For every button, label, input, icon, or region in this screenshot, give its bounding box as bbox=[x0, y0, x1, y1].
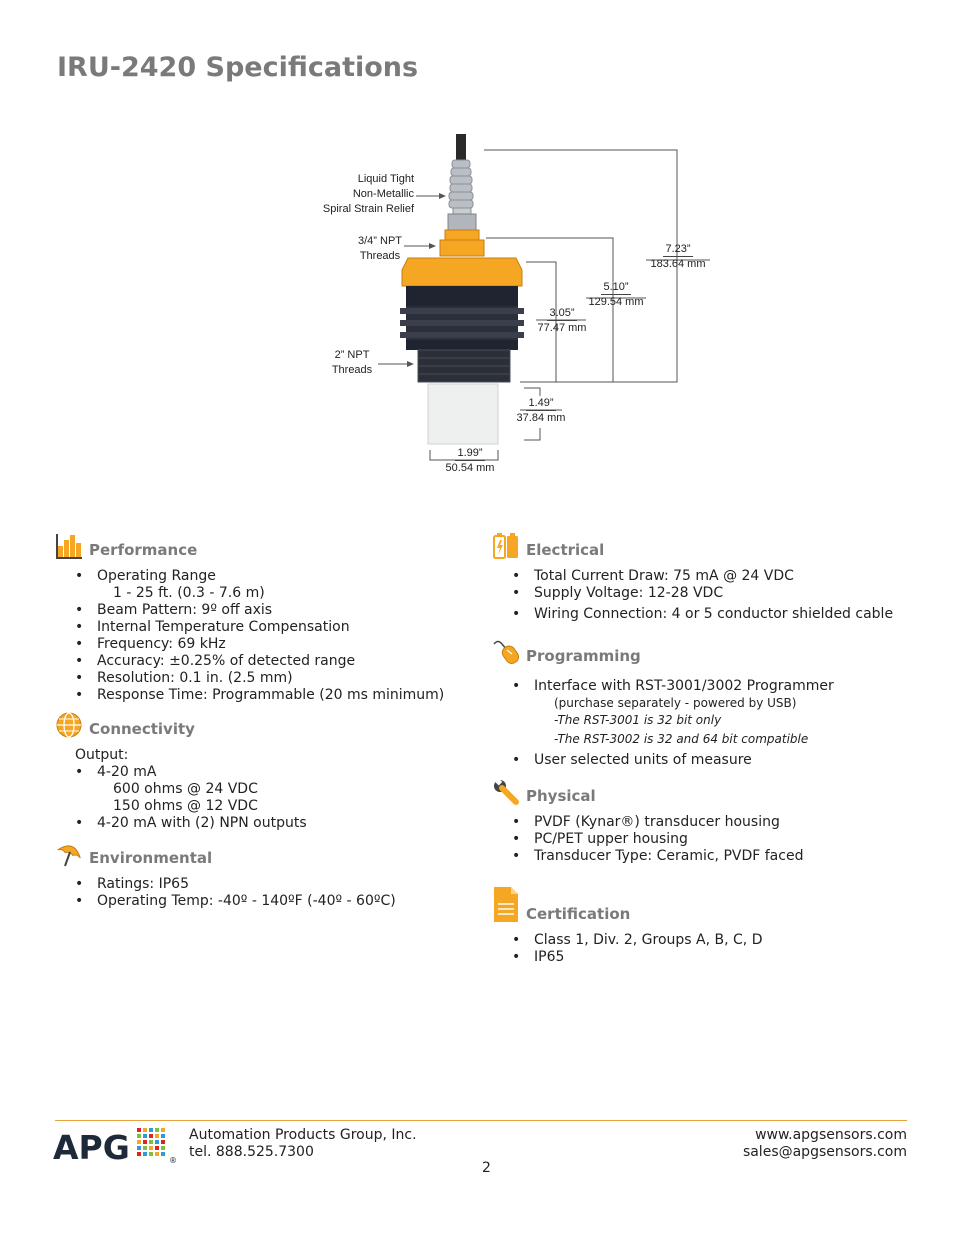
list-item: PVDF (Kynar®) transducer housing bbox=[492, 814, 912, 831]
company-name: Automation Products Group, Inc. bbox=[189, 1127, 417, 1143]
dim-7-23: 7.23” 183.64 mm bbox=[638, 242, 718, 271]
connectivity-list-cont: 4-20 mA with (2) NPN outputs bbox=[55, 815, 475, 832]
website-link[interactable]: www.apgsensors.com bbox=[755, 1127, 907, 1143]
dim-5-10: 5.10” 129.54 mm bbox=[576, 280, 656, 309]
rst-3002-note: -The RST-3002 is 32 and 64 bit compatibl… bbox=[554, 732, 809, 746]
list-item: Transducer Type: Ceramic, PVDF faced bbox=[492, 848, 912, 865]
electrical-title: Electrical bbox=[526, 541, 605, 559]
programmer-note: (purchase separately - powered by USB) bbox=[554, 696, 797, 710]
performance-section: Performance Operating Range 1 - 25 ft. (… bbox=[55, 532, 475, 704]
certification-list: Class 1, Div. 2, Groups A, B, C, D IP65 bbox=[492, 932, 912, 966]
apg-logo: APG ® bbox=[53, 1124, 178, 1170]
list-item: Operating Range bbox=[55, 568, 475, 585]
footer-company: Automation Products Group, Inc. tel. 888… bbox=[189, 1127, 417, 1161]
list-item: Resolution: 0.1 in. (2.5 mm) bbox=[55, 670, 475, 687]
product-diagram: Liquid Tight Non-Metallic Spiral Strain … bbox=[300, 120, 740, 490]
list-item: 4-20 mA with (2) NPN outputs bbox=[55, 815, 475, 832]
list-item: 4-20 mA bbox=[55, 764, 475, 781]
list-item: Interface with RST-3001/3002 Programmer bbox=[492, 678, 912, 695]
physical-title: Physical bbox=[526, 787, 596, 805]
dim-1-99: 1.99” 50.54 mm bbox=[430, 446, 510, 475]
strain-relief-line-1: Liquid Tight bbox=[357, 173, 414, 185]
sensor-illustration bbox=[378, 134, 710, 461]
strain-relief-line-2: Non-Metallic bbox=[352, 188, 414, 200]
strain-relief-label: Liquid Tight Non-Metallic Spiral Strain … bbox=[320, 172, 414, 217]
programming-section: Programming Interface with RST-3001/3002… bbox=[492, 638, 912, 769]
npt-2-label: 2” NPT Threads bbox=[312, 348, 392, 378]
connectivity-section: Connectivity Output: 4-20 mA 600 ohms @ … bbox=[55, 711, 475, 832]
umbrella-icon bbox=[57, 845, 81, 867]
battery-icon bbox=[493, 533, 518, 559]
bar-chart-icon bbox=[55, 532, 83, 560]
globe-icon bbox=[56, 712, 82, 738]
programming-list: Interface with RST-3001/3002 Programmer bbox=[492, 678, 912, 695]
npt-34-line-2: Threads bbox=[359, 250, 401, 262]
list-item: Class 1, Div. 2, Groups A, B, C, D bbox=[492, 932, 912, 949]
npt-2-line-2: Threads bbox=[331, 364, 373, 376]
strain-relief-line-3: Spiral Strain Relief bbox=[322, 203, 414, 215]
list-item: Internal Temperature Compensation bbox=[55, 619, 475, 636]
environmental-section: Environmental Ratings: IP65 Operating Te… bbox=[55, 840, 475, 910]
certification-title: Certification bbox=[526, 905, 631, 923]
dim-1-99-in: 1.99” bbox=[455, 447, 485, 461]
performance-title: Performance bbox=[89, 541, 198, 559]
dim-1-99-mm: 50.54 mm bbox=[445, 462, 495, 474]
list-item: PC/PET upper housing bbox=[492, 831, 912, 848]
list-item: Ratings: IP65 bbox=[55, 876, 475, 893]
list-item: Supply Voltage: 12-28 VDC bbox=[492, 585, 912, 602]
footer-rule bbox=[55, 1120, 907, 1121]
document-icon bbox=[494, 887, 518, 922]
npt-2-line-1: 2” NPT bbox=[334, 349, 370, 361]
certification-section: Certification Class 1, Div. 2, Groups A,… bbox=[492, 886, 912, 966]
electrical-section: Electrical Total Current Draw: 75 mA @ 2… bbox=[492, 532, 912, 623]
environmental-list: Ratings: IP65 Operating Temp: -40º - 140… bbox=[55, 876, 475, 910]
dim-7-23-mm: 183.64 mm bbox=[650, 258, 706, 270]
physical-list: PVDF (Kynar®) transducer housing PC/PET … bbox=[492, 814, 912, 865]
dim-7-23-in: 7.23” bbox=[663, 243, 693, 257]
connectivity-title: Connectivity bbox=[89, 720, 195, 738]
list-item: Operating Temp: -40º - 140ºF (-40º - 60º… bbox=[55, 893, 475, 910]
npt-34-line-1: 3/4” NPT bbox=[357, 235, 402, 247]
connectivity-list: 4-20 mA bbox=[55, 764, 475, 781]
list-item: Frequency: 69 kHz bbox=[55, 636, 475, 653]
dim-3-05-mm: 77.47 mm bbox=[537, 322, 587, 334]
physical-section: Physical PVDF (Kynar®) transducer housin… bbox=[492, 778, 912, 865]
dim-5-10-mm: 129.54 mm bbox=[588, 296, 644, 308]
company-tel: tel. 888.525.7300 bbox=[189, 1144, 314, 1160]
list-item: Wiring Connection: 4 or 5 conductor shie… bbox=[492, 606, 912, 623]
list-item: Response Time: Programmable (20 ms minim… bbox=[55, 687, 475, 704]
page-number: 2 bbox=[482, 1160, 491, 1176]
electrical-list: Total Current Draw: 75 mA @ 24 VDC Suppl… bbox=[492, 568, 912, 623]
wrench-icon bbox=[494, 778, 519, 805]
list-item: Accuracy: ±0.25% of detected range bbox=[55, 653, 475, 670]
page-title: IRU-2420 Specifications bbox=[57, 52, 419, 83]
footer-contact: www.apgsensors.com sales@apgsensors.com bbox=[743, 1127, 907, 1161]
range-sub: 1 - 25 ft. (0.3 - 7.6 m) bbox=[113, 585, 265, 601]
rst-3001-note: -The RST-3001 is 32 bit only bbox=[554, 713, 722, 727]
programming-title: Programming bbox=[526, 647, 641, 665]
list-item: User selected units of measure bbox=[492, 752, 912, 769]
dim-5-10-in: 5.10” bbox=[601, 281, 631, 295]
ohms-24: 600 ohms @ 24 VDC bbox=[113, 781, 258, 797]
dim-3-05-in: 3.05” bbox=[547, 307, 577, 321]
email-link[interactable]: sales@apgsensors.com bbox=[742, 1144, 907, 1160]
dim-1-49: 1.49” 37.84 mm bbox=[502, 396, 580, 425]
list-item: Total Current Draw: 75 mA @ 24 VDC bbox=[492, 568, 912, 585]
svg-text:®: ® bbox=[169, 1156, 177, 1165]
mouse-icon bbox=[493, 640, 520, 664]
dim-1-49-mm: 37.84 mm bbox=[516, 412, 566, 424]
list-item: IP65 bbox=[492, 949, 912, 966]
environmental-title: Environmental bbox=[89, 849, 213, 867]
performance-list: Operating Range bbox=[55, 568, 475, 585]
apg-logo-graphic: APG ® bbox=[53, 1128, 177, 1167]
dim-1-49-in: 1.49” bbox=[526, 397, 556, 411]
dim-3-05: 3.05” 77.47 mm bbox=[522, 306, 602, 335]
ohms-12: 150 ohms @ 12 VDC bbox=[113, 798, 258, 814]
output-label: Output: bbox=[75, 747, 129, 763]
programming-list-cont: User selected units of measure bbox=[492, 752, 912, 769]
list-item: Beam Pattern: 9º off axis bbox=[55, 602, 475, 619]
logo-text: APG bbox=[53, 1128, 130, 1166]
npt-34-label: 3/4” NPT Threads bbox=[340, 234, 420, 264]
performance-list-cont: Beam Pattern: 9º off axis Internal Tempe… bbox=[55, 602, 475, 704]
